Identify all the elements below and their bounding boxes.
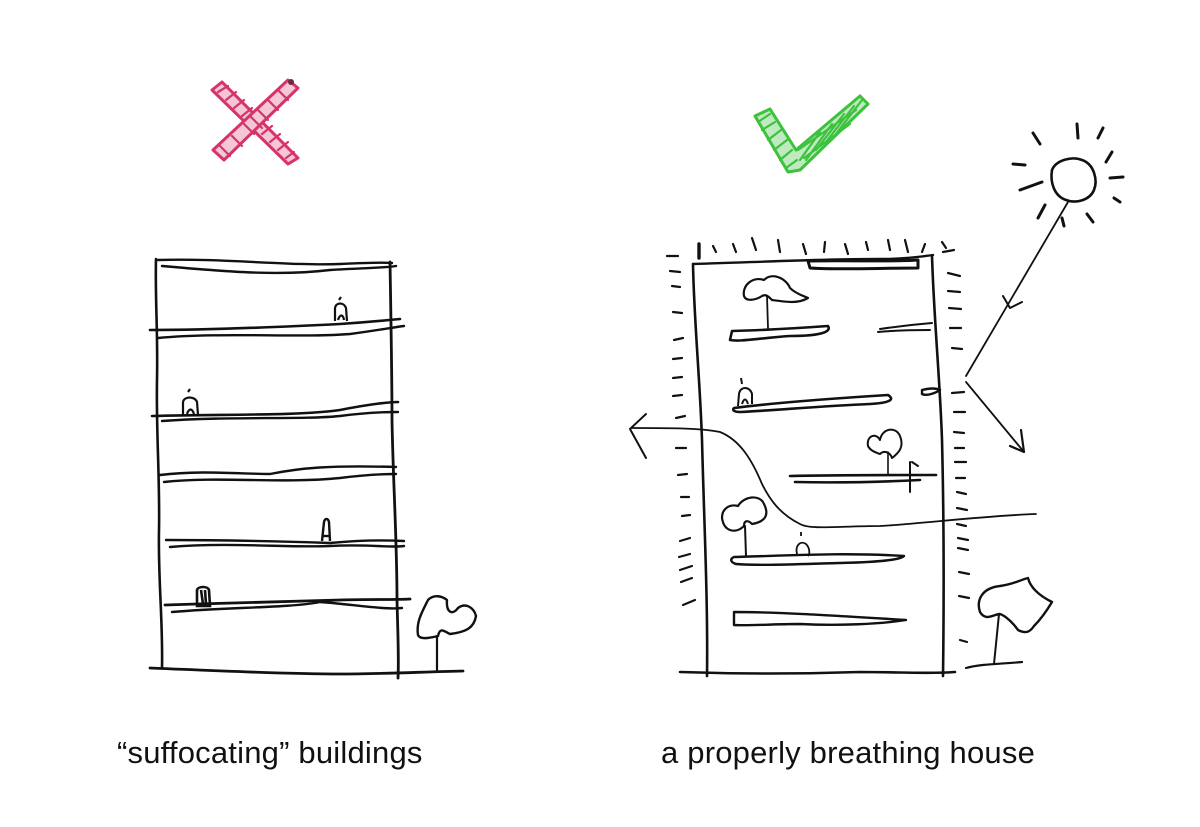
breathing-facade-ticks — [665, 254, 697, 607]
tree — [866, 428, 903, 475]
person-figure — [181, 388, 200, 416]
breathing-facade-ticks — [941, 248, 971, 644]
person-figure — [320, 517, 332, 542]
breathing-building — [629, 236, 1054, 678]
floor-slab — [164, 538, 406, 549]
cross-mark-icon — [210, 78, 300, 166]
breathing-facade-ticks — [697, 236, 948, 260]
tree — [720, 496, 768, 557]
tree — [416, 595, 478, 672]
floor-slab — [158, 465, 398, 484]
terrace-slab — [728, 322, 933, 342]
terrace-slab — [731, 387, 942, 414]
person-figure — [737, 377, 753, 407]
caption-suffocating-buildings: “suffocating” buildings — [117, 735, 423, 770]
terrace-slab — [730, 553, 906, 567]
floor-slab — [150, 400, 400, 423]
terrace-slab — [788, 461, 938, 493]
airflow-arrow — [629, 413, 1037, 529]
person-figure — [195, 585, 212, 608]
sun-icon — [965, 122, 1125, 454]
floor-slab — [163, 597, 412, 614]
suffocating-building — [148, 257, 478, 680]
floor-slab — [148, 317, 406, 340]
caption-breathing-house: a properly breathing house — [661, 735, 1036, 770]
terrace-slab — [732, 610, 908, 627]
tree — [742, 275, 810, 329]
tree — [964, 576, 1054, 670]
check-mark-icon — [753, 94, 870, 174]
person-figure — [795, 532, 811, 557]
person-figure — [333, 296, 349, 322]
